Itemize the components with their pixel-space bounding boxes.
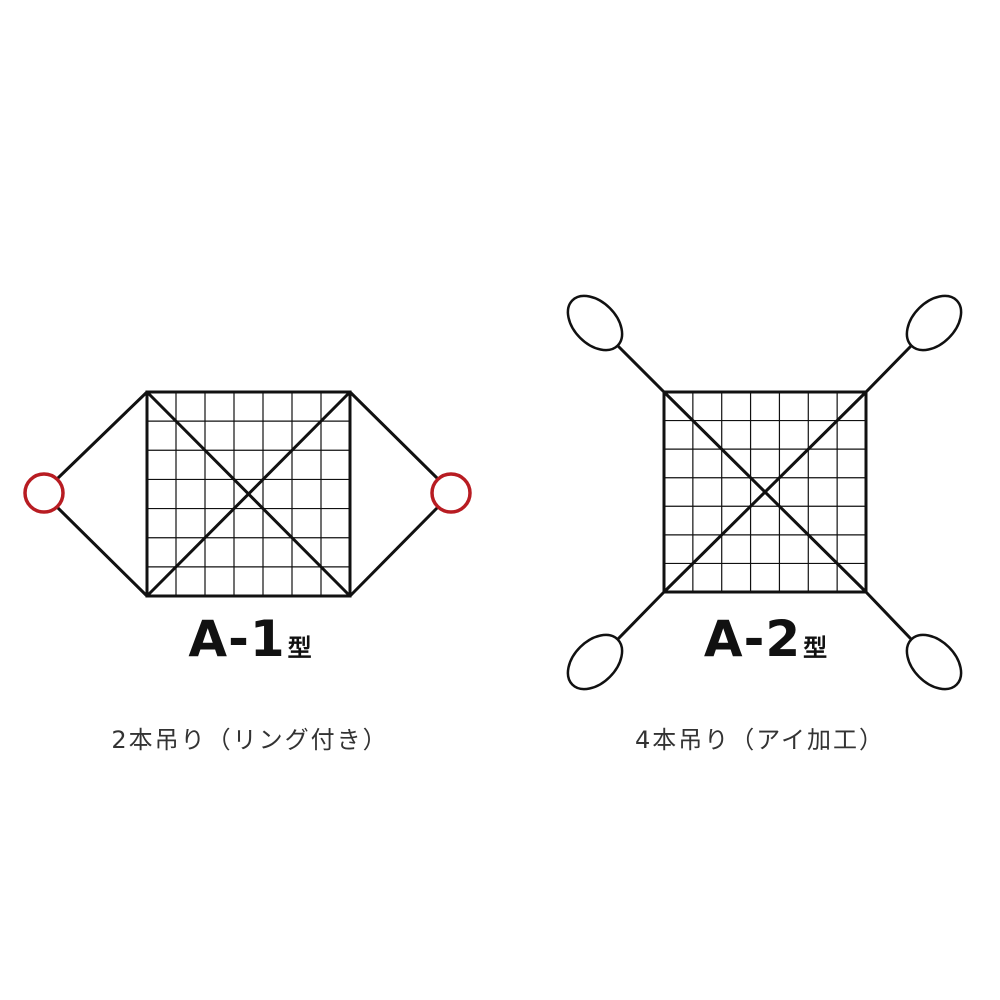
a1-sling-rope — [55, 505, 149, 598]
a1-model-name: A-1 — [188, 610, 286, 668]
a2-sling-rope — [864, 344, 913, 394]
ring-icon — [430, 472, 472, 514]
a2-model-suffix: 型 — [803, 634, 828, 662]
a2-net-border — [662, 390, 868, 594]
a1-net — [145, 390, 352, 598]
eye-loop-icon — [905, 294, 963, 352]
a1-caption: 2本吊り（リング付き） — [111, 726, 389, 754]
a1-diagram — [23, 390, 472, 598]
a1-sling-rope — [55, 390, 149, 481]
a2-sling-rope — [616, 344, 666, 394]
a1-diagonal — [145, 390, 352, 598]
a2-caption: 4本吊り（アイ加工） — [634, 726, 886, 754]
a1-model-title: A-1 型 — [145, 610, 355, 680]
a2-net — [662, 390, 868, 594]
eye-loop-icon — [566, 633, 624, 691]
a2-sling-rope — [864, 590, 913, 641]
a2-diagonal — [662, 390, 868, 594]
a1-sling-rope — [348, 505, 440, 598]
a2-model-title: A-2 型 — [663, 610, 868, 680]
a1-sling-rope — [348, 390, 440, 481]
eye-loop-icon — [566, 294, 624, 352]
a2-model-name: A-2 — [703, 610, 802, 668]
ring-icon — [23, 472, 65, 514]
a1-net-border — [145, 390, 352, 598]
a2-diagram — [566, 294, 963, 691]
a1-model-suffix: 型 — [287, 634, 312, 662]
a2-sling-rope — [616, 590, 666, 641]
eye-loop-icon — [905, 633, 963, 691]
